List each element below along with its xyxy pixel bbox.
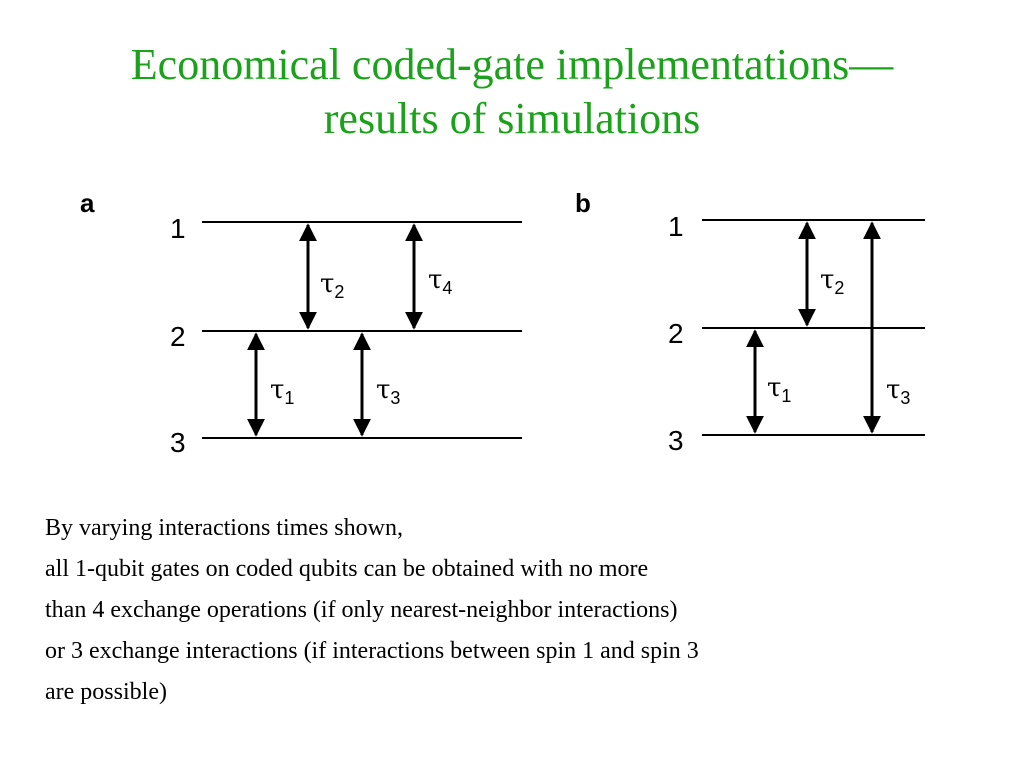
panel-b-tau2-label: τ2 xyxy=(820,265,844,298)
panel-a-tau2-label: τ2 xyxy=(320,269,344,302)
panel-a-label: a xyxy=(80,188,95,218)
slide-title: Economical coded-gate implementations— r… xyxy=(0,38,1024,146)
panel-b-level-1-label: 1 xyxy=(668,211,684,242)
body-line-5: are possible) xyxy=(45,679,167,705)
panel-a: a 1 2 3 τ2 τ4 τ1 τ3 xyxy=(80,188,522,458)
panel-b-level-2-label: 2 xyxy=(668,318,684,349)
panel-a-level-1-label: 1 xyxy=(170,213,186,244)
panel-b-level-3-label: 3 xyxy=(668,425,684,456)
panel-a-level-3-label: 3 xyxy=(170,427,186,458)
energy-level-diagram: a 1 2 3 τ2 τ4 τ1 τ3 b 1 2 3 xyxy=(0,180,1024,500)
body-line-4: or 3 exchange interactions (if interacti… xyxy=(45,638,699,664)
diagram-svg: a 1 2 3 τ2 τ4 τ1 τ3 b 1 2 3 xyxy=(80,188,925,458)
panel-b-tau1-label: τ1 xyxy=(767,373,791,406)
title-line-2: results of simulations xyxy=(323,94,701,143)
panel-a-tau1-label: τ1 xyxy=(270,375,294,408)
title-line-1: Economical coded-gate implementations— xyxy=(130,40,894,89)
panel-b: b 1 2 3 τ2 τ1 τ3 xyxy=(575,188,925,456)
panel-a-tau3-label: τ3 xyxy=(376,375,400,408)
body-line-1: By varying interactions times shown, xyxy=(45,515,403,541)
slide-body-text: By varying interactions times shown, all… xyxy=(45,508,1005,713)
body-line-3: than 4 exchange operations (if only near… xyxy=(45,597,678,623)
panel-b-tau3-label: τ3 xyxy=(886,375,910,408)
panel-b-label: b xyxy=(575,188,591,218)
body-line-2: all 1-qubit gates on coded qubits can be… xyxy=(45,556,649,582)
panel-a-level-2-label: 2 xyxy=(170,321,186,352)
panel-a-tau4-label: τ4 xyxy=(428,265,452,298)
